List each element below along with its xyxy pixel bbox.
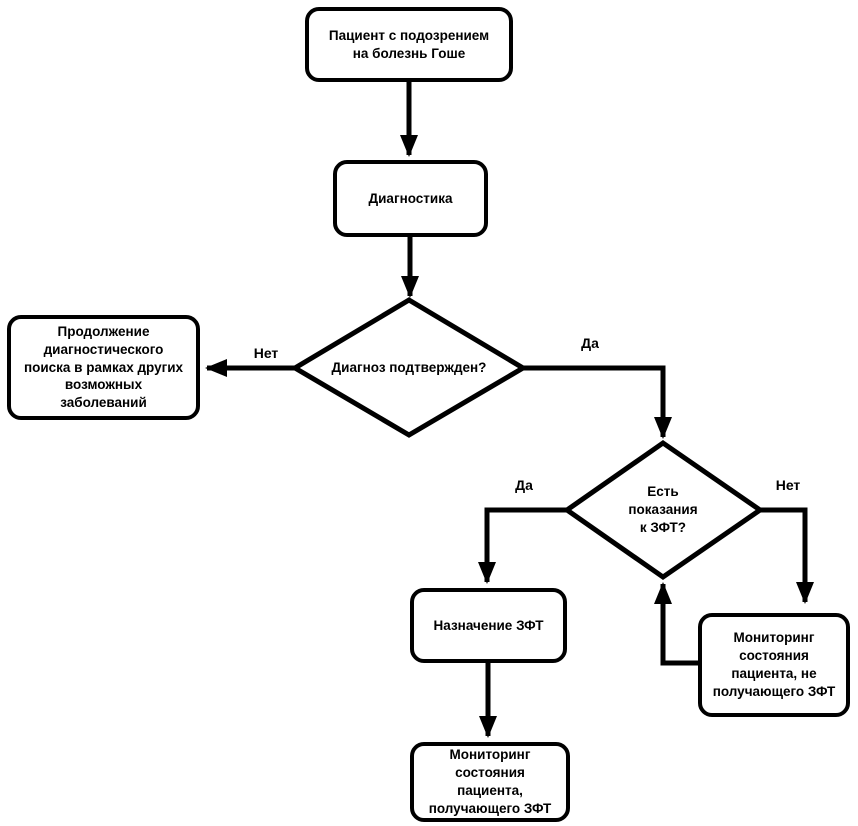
node-diagnostics: Диагностика	[333, 160, 488, 237]
edge-label-confirmed-no: Нет	[253, 345, 279, 361]
decision-diagnosis-confirmed-shape	[290, 297, 528, 438]
arrow-indications-no	[760, 507, 814, 604]
decision-ert-indications-shape	[562, 439, 765, 581]
node-patient-suspected-gaucher: Пациент с подозрением на болезнь Гоше	[305, 7, 513, 82]
arrow-indications-yes	[478, 507, 567, 584]
node-ert-prescription: Назначение ЗФТ	[410, 588, 567, 663]
node-continue-diagnostic-search: Продолжение диагностического поиска в ра…	[7, 315, 200, 420]
node-monitoring-patient-on-ert: Мониторинг состояния пациента, получающе…	[410, 742, 570, 822]
decision-ert-indications-label: Есть показания к ЗФТ?	[628, 483, 698, 536]
edge-label-confirmed-yes: Да	[581, 335, 599, 351]
arrow-monitoring-to-indications	[654, 582, 698, 666]
edge-label-indications-no: Нет	[775, 477, 801, 493]
arrow-confirmed-yes	[523, 365, 672, 439]
node-monitoring-patient-without-ert: Мониторинг состояния пациента, не получа…	[698, 613, 850, 717]
decision-diagnosis-confirmed-label: Диагноз подтвержден?	[331, 359, 487, 375]
edge-label-indications-yes: Да	[515, 477, 533, 493]
